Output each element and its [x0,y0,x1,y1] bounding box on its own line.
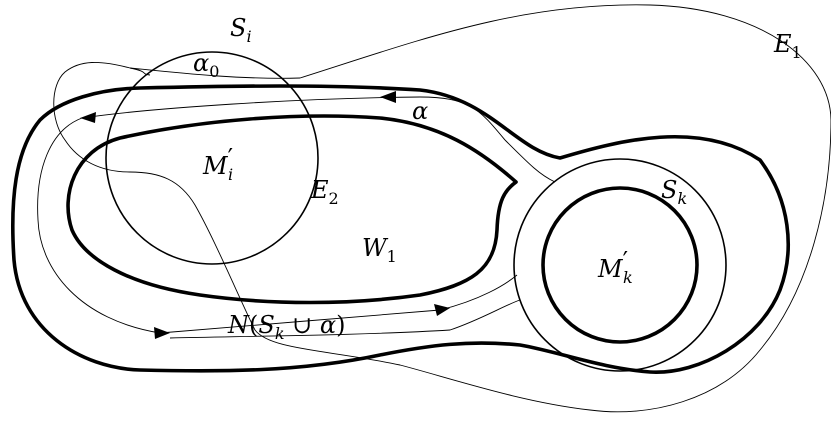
neighborhood-outer-boundary [11,84,790,374]
curve-e1 [53,4,831,413]
label-neighborhood: N(Sk ∪ α) [227,311,346,343]
label-s-k: Sk [661,176,687,208]
circle-m-k-prime [541,186,699,344]
arc-alpha0 [129,67,151,76]
label-e-2: E2 [310,176,339,208]
arc-neighborhood-base [169,299,521,339]
arrow-left-top [80,112,96,123]
arrow-bottom-left [154,327,170,339]
arrow-bottom-right [434,304,450,316]
label-alpha-0: α0 [193,49,219,81]
w1-inner-boundary [66,114,518,305]
circle-s-k [513,158,727,372]
label-s-i: Si [230,14,252,46]
arrow-alpha [380,91,396,103]
arc-alpha [81,96,556,183]
label-m-i-prime: M′i [202,144,233,184]
label-e-1: E1 [773,30,802,62]
circle-s-i [105,51,319,265]
label-m-k-prime: M′k [597,247,633,287]
label-w-1: W1 [362,234,397,266]
label-alpha: α [412,97,428,125]
